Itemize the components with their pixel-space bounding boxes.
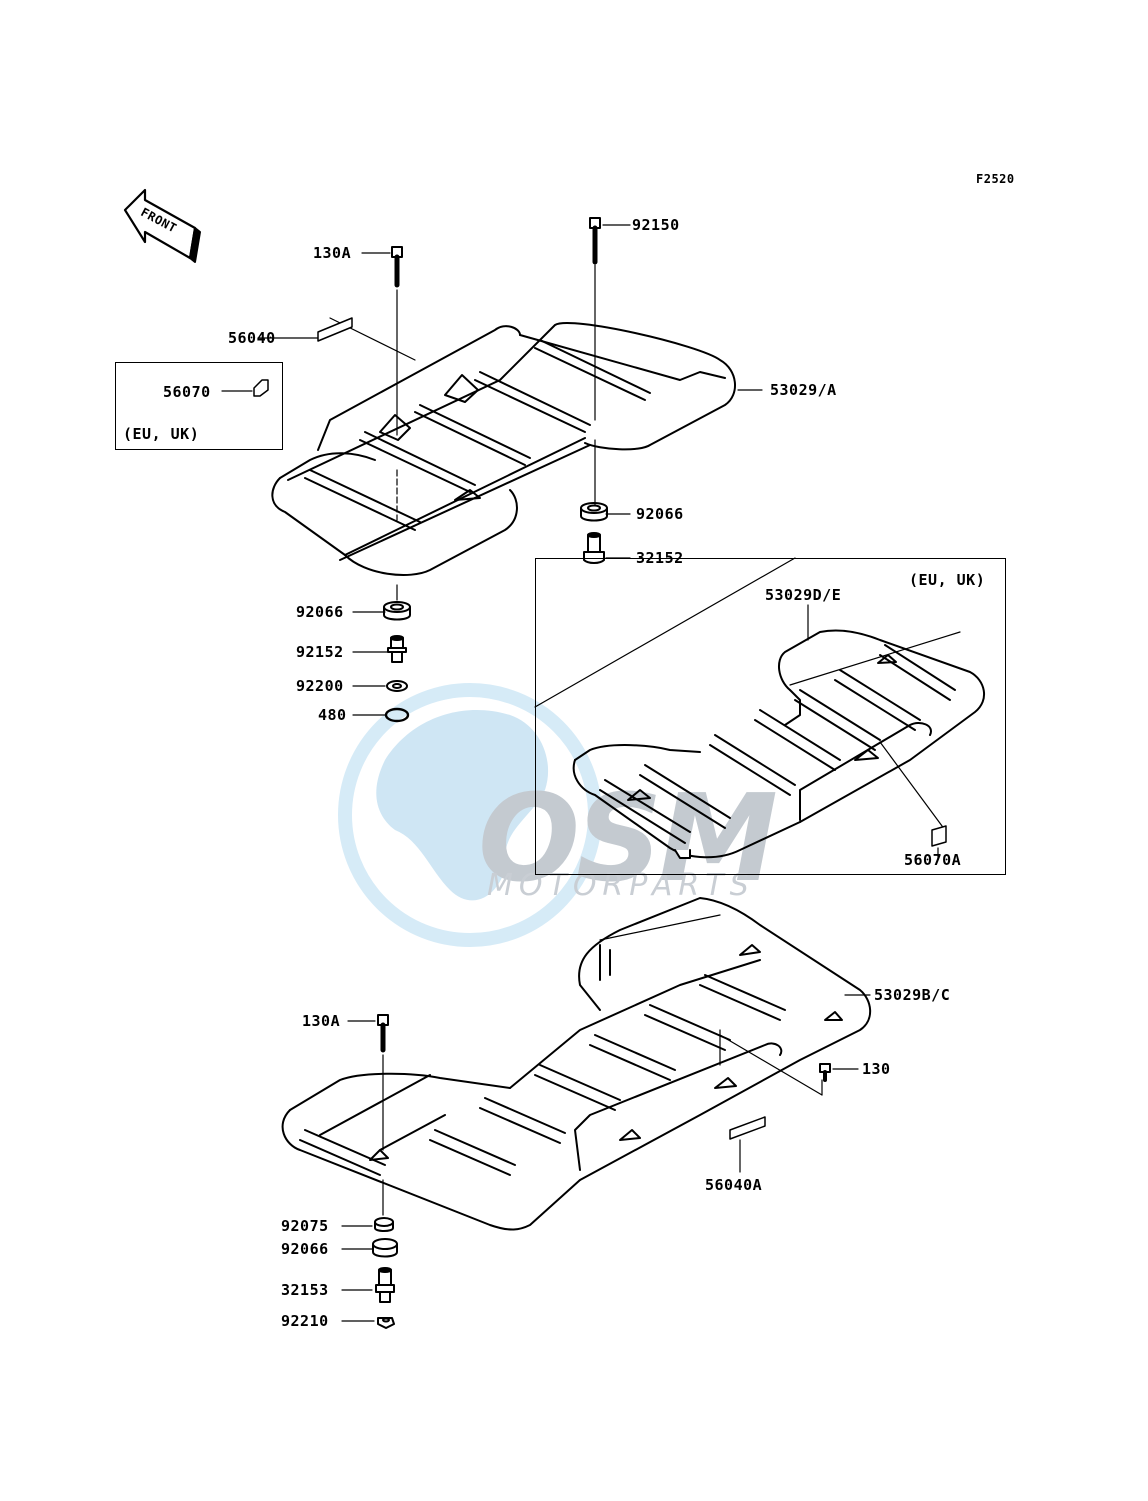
part-label-92150[interactable]: 92150: [632, 216, 680, 234]
part-label-92066-bottom[interactable]: 92066: [281, 1240, 329, 1258]
rack-53029a: [271, 317, 736, 576]
washer-92075-icon: [374, 1217, 394, 1232]
collar-92152-icon: [387, 635, 407, 663]
grommet-92066-icon: [580, 502, 608, 522]
part-label-56070a[interactable]: 56070A: [904, 851, 962, 869]
grommet-92066-left-icon: [383, 601, 411, 621]
collar-32152-icon: [583, 532, 605, 564]
part-label-92152[interactable]: 92152: [296, 643, 344, 661]
part-label-92075[interactable]: 92075: [281, 1217, 329, 1235]
part-label-130[interactable]: 130: [862, 1060, 891, 1078]
part-label-92066-right[interactable]: 92066: [636, 505, 684, 523]
part-label-56070[interactable]: 56070: [163, 383, 211, 401]
part-label-130a-bottom[interactable]: 130A: [302, 1012, 341, 1030]
nut-92210-icon: [377, 1317, 395, 1329]
circlip-480-icon: [384, 707, 410, 723]
part-label-92210[interactable]: 92210: [281, 1312, 329, 1330]
bolt-92150-icon: [589, 217, 601, 265]
part-label-53029bc[interactable]: 53029B/C: [874, 986, 951, 1004]
bolt-130-icon: [819, 1063, 831, 1082]
region-box-right: [535, 558, 1006, 875]
part-label-56040[interactable]: 56040: [228, 329, 276, 347]
diagram-code: F2520: [976, 172, 1015, 186]
rack-53029bc: [281, 897, 872, 1231]
bolt-130a-bottom-icon: [377, 1014, 389, 1053]
part-label-32152[interactable]: 32152: [636, 549, 684, 567]
region-box-top: [115, 362, 283, 450]
front-arrow-icon: [123, 188, 201, 263]
part-label-53029a[interactable]: 53029/A: [770, 381, 837, 399]
part-label-92200[interactable]: 92200: [296, 677, 344, 695]
grommet-92066-bottom-icon: [372, 1238, 398, 1258]
part-label-56040a[interactable]: 56040A: [705, 1176, 763, 1194]
rack-53029de: [572, 604, 985, 861]
part-label-130a-top[interactable]: 130A: [313, 244, 352, 262]
bolt-130a-icon: [391, 246, 403, 288]
part-label-92066-left[interactable]: 92066: [296, 603, 344, 621]
part-label-480[interactable]: 480: [318, 706, 347, 724]
watermark-subtitle: MOTORPARTS: [487, 868, 755, 903]
region-label-right: (EU, UK): [909, 571, 986, 589]
part-label-32153[interactable]: 32153: [281, 1281, 329, 1299]
part-label-53029de[interactable]: 53029D/E: [765, 586, 842, 604]
region-label-top: (EU, UK): [123, 425, 200, 443]
collar-32153-icon: [375, 1267, 395, 1303]
washer-92200-icon: [386, 680, 408, 692]
